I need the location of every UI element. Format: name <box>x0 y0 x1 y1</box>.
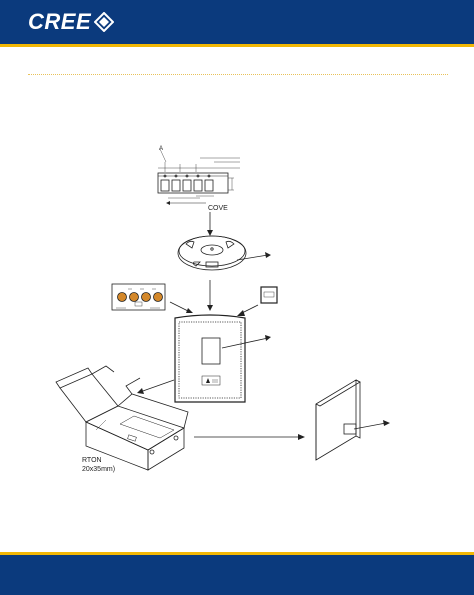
header-accent-rule <box>0 44 474 47</box>
cover-tape-label: COVE <box>208 205 228 212</box>
section-divider <box>28 74 448 75</box>
label-card <box>111 283 193 313</box>
carrier-tape <box>157 148 240 205</box>
carton-size-label: 20x35mm) <box>82 466 116 473</box>
cree-logo: CREE <box>28 8 115 36</box>
footer-accent-rule <box>0 552 474 555</box>
tape-reference-label: A <box>159 146 164 152</box>
carton-label: RTON <box>82 457 102 464</box>
page-header: CREE <box>0 0 474 44</box>
sealed-box <box>315 379 390 461</box>
page-footer <box>0 555 474 595</box>
small-card <box>237 286 278 316</box>
shipping-carton <box>55 365 189 471</box>
logo-diamond-icon <box>94 12 115 32</box>
tape-reel <box>177 235 271 271</box>
moisture-barrier-bag <box>174 314 271 403</box>
logo-wordmark: CREE <box>28 9 92 34</box>
